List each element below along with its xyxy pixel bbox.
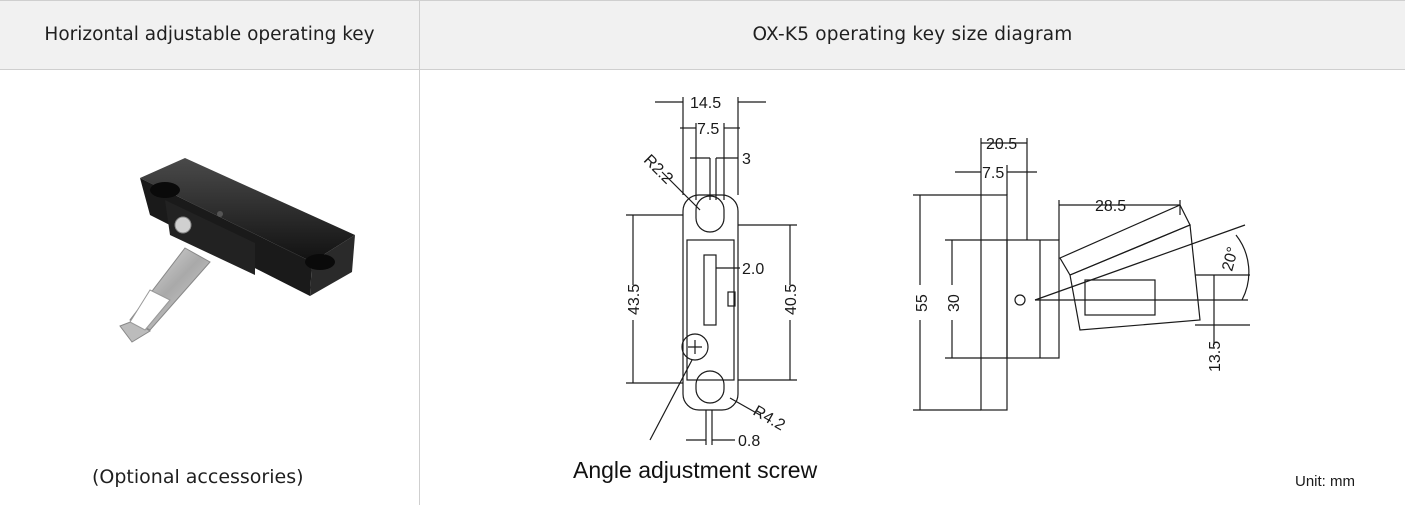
side-view-flange [980, 194, 1008, 411]
screw-head-icon [681, 333, 709, 361]
dim-front-7-5: 7.5 [697, 121, 719, 138]
dim-side-7-5: 7.5 [982, 165, 1004, 182]
mount-hole-bottom [305, 254, 335, 270]
header-left-title: Horizontal adjustable operating key [0, 0, 419, 69]
dim-side-55: 55 [914, 294, 931, 312]
dim-side-20-5: 20.5 [986, 136, 1017, 153]
dim-front-2-0: 2.0 [742, 261, 764, 278]
dim-front-40-5: 40.5 [783, 284, 800, 315]
dim-front-14-5: 14.5 [690, 95, 721, 112]
key-body [140, 158, 355, 296]
header-divider [0, 69, 1405, 70]
dim-front-43-5: 43.5 [626, 284, 643, 315]
slot-top [695, 195, 725, 233]
adjustment-screw-icon [174, 216, 192, 234]
dim-side-28-5: 28.5 [1095, 198, 1126, 215]
dim-side-angle-20: 20° [1219, 245, 1242, 273]
dim-front-r2-2: R2.2 [640, 152, 676, 188]
unit-label: Unit: mm [1295, 473, 1355, 490]
dim-front-r4-2: R4.2 [750, 403, 788, 435]
optional-accessories-caption: (Optional accessories) [92, 466, 304, 488]
key-arm [1069, 224, 1201, 331]
key-arm-upper [1059, 204, 1191, 276]
slot-bottom [695, 370, 725, 404]
key-tongue [119, 247, 211, 343]
pivot-screw-icon [1014, 294, 1026, 306]
operating-key-photo [119, 158, 355, 343]
angle-adjustment-screw-label: Angle adjustment screw [573, 457, 818, 483]
front-view-outline [682, 194, 739, 411]
mount-hole-top [150, 182, 180, 198]
dim-front-3: 3 [742, 151, 751, 168]
side-view-body [1006, 239, 1060, 359]
column-divider [419, 0, 420, 505]
header-right-title: OX-K5 operating key size diagram [420, 0, 1405, 69]
dim-side-30: 30 [946, 294, 963, 312]
table-top-border [0, 0, 1405, 1]
dim-side-13-5: 13.5 [1207, 341, 1224, 372]
dim-front-0-8: 0.8 [738, 433, 760, 450]
